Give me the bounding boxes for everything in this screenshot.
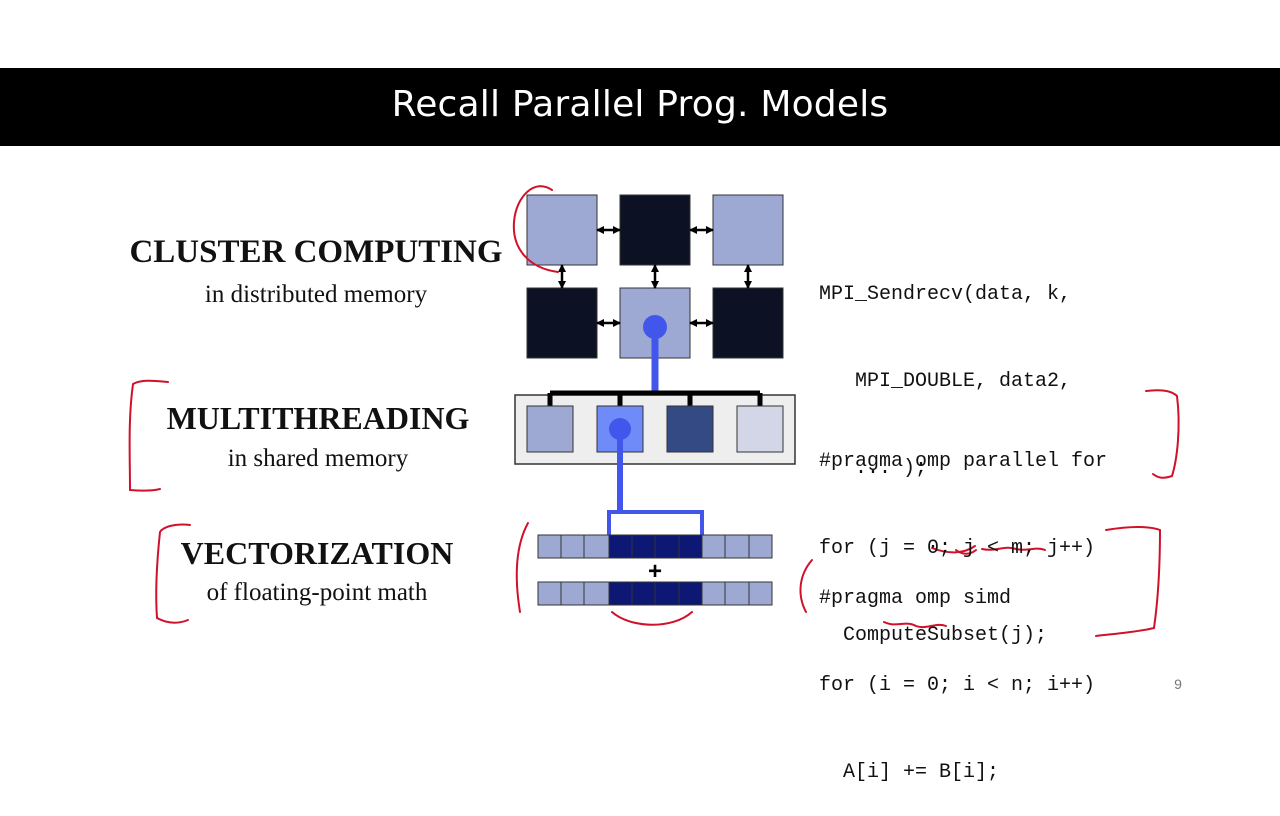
- cluster-node-dark: [712, 287, 784, 359]
- code-line: A[i] += B[i];: [819, 761, 1000, 784]
- parallel-models-diagram: +: [128, 185, 1180, 637]
- annotation-mark-cluster: [512, 185, 559, 273]
- annotation-underline-i: [955, 549, 977, 555]
- code-line: MPI_DOUBLE, data2,: [819, 370, 1072, 393]
- cluster-node-dark: [619, 194, 691, 266]
- cluster-subheading: in distributed memory: [204, 281, 428, 308]
- code-line: #pragma omp simd: [819, 587, 1012, 610]
- annotation-bracket-thread-right: [1145, 389, 1180, 479]
- cluster-heading: CLUSTER COMPUTING: [129, 234, 503, 270]
- cluster-node-dark: [526, 287, 598, 359]
- code-line: for (j = 0; j < m; j++): [819, 537, 1096, 560]
- code-line: for (i = 0; i < n; i++): [819, 674, 1096, 697]
- vector-register-a: [537, 534, 773, 559]
- code-line: ... );: [819, 457, 928, 480]
- cluster-link-arrows: [558, 226, 752, 327]
- annotation-bracket-vector-left: [155, 523, 191, 624]
- title-bar: Recall Parallel Prog. Models: [0, 68, 1280, 146]
- annotation-bracket-vector-right: [1095, 526, 1162, 637]
- mpi-code: MPI_Sendrecv(data, k, MPI_DOUBLE, data2,…: [819, 222, 1071, 512]
- thread-box: [514, 390, 796, 465]
- code-line: #pragma omp parallel for: [819, 450, 1108, 473]
- multithreading-subheading: in shared memory: [227, 445, 409, 472]
- annotation-circle-omp: [931, 545, 976, 554]
- annotation-paren-vector: [515, 522, 529, 613]
- vector-register-b: [537, 581, 773, 606]
- slide-title: Recall Parallel Prog. Models: [391, 84, 889, 125]
- thread-core: [526, 405, 574, 453]
- openmp-simd-code: #pragma omp simd for (i = 0; i < n; i++)…: [819, 526, 1095, 816]
- thread-core: [736, 405, 784, 453]
- red-annotations: [128, 185, 1180, 637]
- cluster-node-light: [526, 194, 598, 266]
- vector-add-operator: +: [648, 558, 662, 585]
- code-line: MPI_Sendrecv(data, k,: [819, 283, 1072, 306]
- vectorization-subheading: of floating-point math: [206, 579, 428, 606]
- cluster-node-light: [712, 194, 784, 266]
- thread-dot: [609, 418, 631, 440]
- cluster-grid: [526, 194, 784, 359]
- annotation-squiggle: [883, 621, 947, 629]
- thread-core: [666, 405, 714, 453]
- multithreading-heading: MULTITHREADING: [166, 400, 470, 436]
- annotation-underline-simd: [981, 546, 1046, 551]
- vectorization-heading: VECTORIZATION: [180, 535, 454, 571]
- annotation-paren-code: [799, 559, 813, 613]
- vector-bracket: [607, 510, 704, 535]
- annotation-underline-vector: [611, 611, 693, 626]
- openmp-parallel-code: #pragma omp parallel for for (j = 0; j <…: [819, 389, 1107, 679]
- page-number: 9: [1174, 676, 1182, 692]
- annotation-bracket-thread-left: [128, 379, 169, 492]
- code-line: ComputeSubset(j);: [819, 624, 1048, 647]
- thread-fork-lines: [547, 390, 763, 406]
- process-dot: [643, 315, 667, 339]
